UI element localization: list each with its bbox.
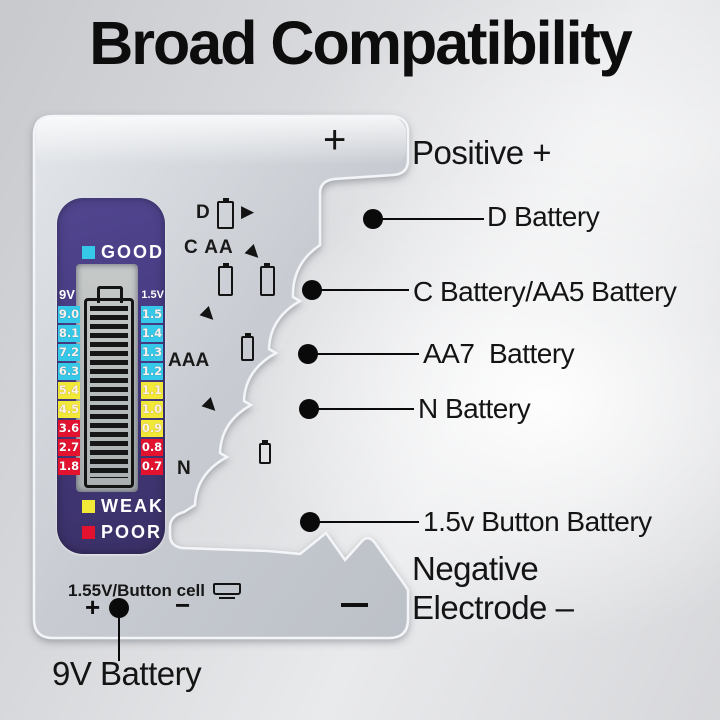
scale-value: 6.3	[58, 363, 80, 380]
coin-cell-base	[218, 597, 235, 599]
battery-gauge-icon	[97, 286, 123, 303]
callout-dot	[302, 280, 322, 300]
scale-value: 2.7	[58, 439, 80, 456]
scale-value: 1.2	[141, 363, 163, 380]
slot-label-n: N	[177, 458, 191, 479]
poor-swatch-icon	[82, 526, 95, 539]
slot-label-d: D	[196, 202, 210, 223]
scale-value: 7.2	[58, 344, 80, 361]
page-title: Broad Compatibility	[89, 9, 633, 77]
scale-value: 1.1	[141, 382, 163, 399]
scale-value: 5.4	[58, 382, 80, 399]
callout-dot	[363, 209, 383, 229]
battery-nub-icon	[264, 263, 271, 267]
positive-terminal-symbol: +	[323, 118, 347, 162]
scale-value: 1.4	[141, 325, 163, 342]
n-battery-icon	[258, 440, 271, 464]
scale-column-9v: 9.0 8.1 7.2 6.3 5.4 4.5 3.6 2.7 1.8	[58, 306, 80, 477]
callout-line	[316, 353, 419, 355]
callout-dot	[298, 344, 318, 364]
weak-swatch-icon	[82, 500, 95, 513]
aa-battery-icon	[259, 263, 275, 296]
callout-label-9v: 9V Battery	[52, 655, 202, 692]
scale-value: 9.0	[58, 306, 80, 323]
arrow-right-icon: ▶	[241, 202, 255, 221]
battery-nub-icon	[222, 198, 229, 202]
battery-gauge-icon	[84, 298, 134, 488]
negative-annotation-line2: Electrode –	[412, 589, 574, 626]
scale-value: 1.8	[58, 458, 80, 475]
button-cell-row: 1.55V/Button cell	[68, 581, 241, 601]
good-indicator: GOOD	[82, 242, 164, 263]
callout-label-c-aa5: C Battery/AA5 Battery	[413, 276, 677, 307]
bottom-plus-symbol: +	[85, 592, 101, 622]
scale-value: 0.9	[141, 420, 163, 437]
c-battery-icon	[218, 263, 234, 296]
scale-value: 4.5	[58, 401, 80, 418]
callout-line	[317, 408, 414, 410]
scale-column-1-5v: 1.5 1.4 1.3 1.2 1.1 1.0 0.9 0.8 0.7	[141, 306, 163, 477]
callout-line	[118, 617, 120, 661]
callout-dot	[299, 399, 319, 419]
scale-value: 8.1	[58, 325, 80, 342]
callout-label-button: 1.5v Button Battery	[423, 506, 652, 537]
d-battery-icon	[217, 198, 234, 229]
weak-indicator: WEAK	[82, 496, 164, 517]
good-label: GOOD	[101, 242, 165, 262]
callout-label-aa7: AA7 Battery	[423, 338, 575, 369]
good-swatch-icon	[82, 246, 95, 259]
callout-label-n: N Battery	[418, 393, 531, 424]
poor-indicator: POOR	[82, 522, 162, 543]
negative-terminal-bar	[341, 603, 368, 607]
slot-label-c-aa: C AA	[184, 237, 234, 258]
poor-label: POOR	[101, 522, 163, 542]
slot-label-aaa: AAA	[168, 350, 210, 371]
tester-top-highlight	[36, 117, 406, 165]
bottom-minus-symbol: −	[175, 590, 191, 620]
scale-header-1-5v: 1.5V	[141, 289, 164, 301]
button-cell-label: 1.55V/Button cell	[68, 581, 205, 600]
positive-annotation: Positive +	[412, 134, 552, 171]
coin-cell-icon	[212, 583, 241, 599]
battery-nub-icon	[261, 440, 268, 444]
scale-header-9v: 9V	[59, 287, 75, 302]
callout-line	[320, 289, 409, 291]
negative-annotation-line1: Negative	[412, 550, 539, 587]
scale-value: 1.0	[141, 401, 163, 418]
battery-nub-icon	[244, 333, 251, 337]
callout-line	[381, 218, 484, 220]
coin-cell-cap	[212, 583, 241, 595]
scale-value: 0.7	[141, 458, 163, 475]
battery-nub-icon	[222, 263, 229, 267]
callout-dot	[300, 512, 320, 532]
callout-line	[318, 521, 419, 523]
weak-label: WEAK	[101, 496, 164, 516]
battery-gauge-bars	[90, 306, 128, 478]
scale-value: 1.5	[141, 306, 163, 323]
scale-value: 3.6	[58, 420, 80, 437]
aaa-battery-icon	[241, 333, 255, 361]
scale-value: 1.3	[141, 344, 163, 361]
scale-value: 0.8	[141, 439, 163, 456]
callout-dot	[109, 598, 129, 618]
callout-label-d: D Battery	[487, 201, 600, 232]
